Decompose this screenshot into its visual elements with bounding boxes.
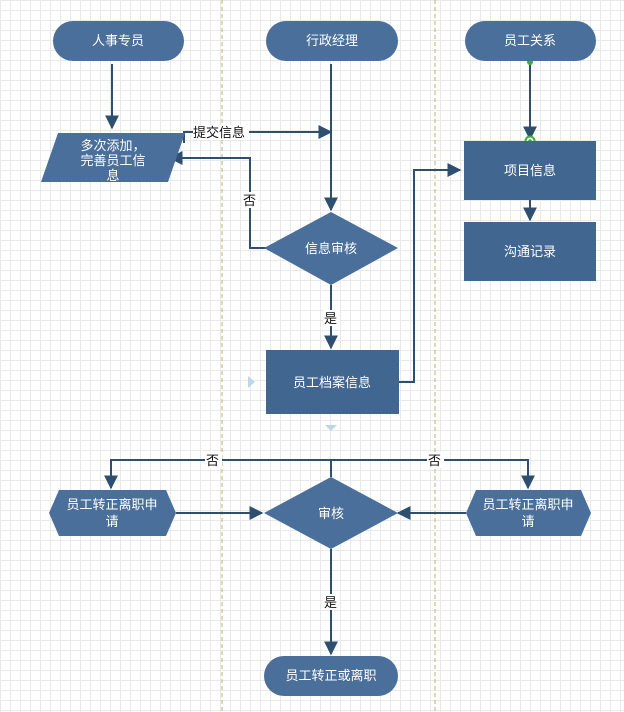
edge-file-to-project[interactable]: [399, 163, 462, 383]
communication-record-box[interactable]: 沟通记录: [464, 222, 596, 281]
edge-label-info-yes: 是: [324, 312, 337, 327]
review-diamond[interactable]: 审核: [264, 477, 398, 549]
edge-label-no-right: 否: [428, 454, 441, 469]
lane-header-admin-label: 行政经理: [306, 34, 358, 49]
request-right-line-1: 员工转正离职申: [482, 497, 573, 513]
request-right-hexagon[interactable]: 员工转正离职申 请: [466, 490, 591, 536]
edge-label-info-no: 否: [243, 194, 256, 209]
employee-file-box[interactable]: 员工档案信息: [266, 350, 399, 414]
lane-header-admin-manager[interactable]: 行政经理: [266, 21, 398, 61]
lane-header-hr-label: 人事专员: [92, 34, 144, 49]
add-info-line-2: 完善员工信: [80, 153, 145, 169]
lane-header-relations-label: 员工关系: [504, 34, 556, 49]
request-left-line-1: 员工转正离职申: [66, 497, 157, 513]
info-review-diamond[interactable]: 信息审核: [264, 212, 398, 285]
lane-header-employee-relations[interactable]: 员工关系: [465, 21, 596, 61]
edge-label-final-yes: 是: [324, 596, 337, 611]
edge-submit-info[interactable]: [183, 125, 333, 143]
selection-handle-left[interactable]: [248, 376, 255, 388]
add-info-line-1: 多次添加，: [80, 138, 145, 154]
result-label: 员工转正或离职: [285, 668, 376, 684]
selection-handle-bottom[interactable]: [325, 425, 337, 431]
request-left-hexagon[interactable]: 员工转正离职申 请: [49, 490, 176, 536]
info-review-label: 信息审核: [305, 241, 357, 257]
project-info-box[interactable]: 项目信息: [464, 141, 596, 200]
edge-label-no-left: 否: [206, 454, 219, 469]
lane-header-hr-specialist[interactable]: 人事专员: [53, 21, 184, 61]
employee-file-label: 员工档案信息: [293, 375, 371, 391]
communication-record-label: 沟通记录: [504, 245, 556, 260]
add-info-line-3: 息: [106, 168, 119, 184]
request-right-line-2: 请: [521, 515, 534, 530]
result-terminator[interactable]: 员工转正或离职: [264, 656, 398, 696]
project-info-label: 项目信息: [504, 163, 556, 179]
edge-label-submit-info: 提交信息: [193, 125, 245, 141]
request-left-line-2: 请: [105, 515, 118, 530]
edge-review-no-right[interactable]: [331, 459, 535, 490]
add-info-parallelogram[interactable]: 多次添加， 完善员工信 息: [41, 133, 185, 184]
review-label: 审核: [318, 507, 344, 522]
